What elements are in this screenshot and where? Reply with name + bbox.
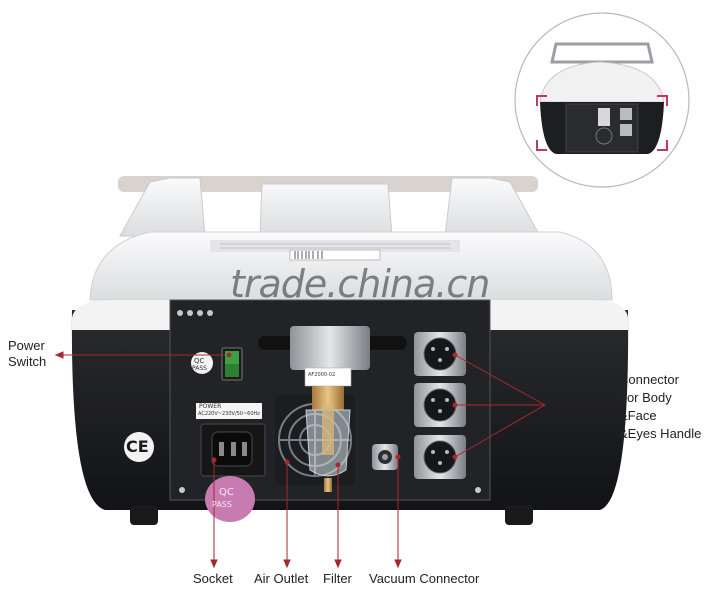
xlr-connector-icon xyxy=(414,332,466,479)
power-switch-icon xyxy=(221,347,243,381)
label-connector-line3: &Face xyxy=(619,408,657,423)
label-socket: Socket xyxy=(193,571,233,586)
qc-badge-line1: QC xyxy=(194,357,205,365)
power-socket xyxy=(200,423,266,477)
label-connector-line2: For Body xyxy=(619,390,672,405)
filter-assembly xyxy=(290,326,370,492)
panel-screws xyxy=(177,310,481,493)
power-label-line2: AC220V~230V/50~60Hz xyxy=(198,411,260,417)
label-filter: Filter xyxy=(323,571,352,586)
label-vacuum-connector: Vacuum Connector xyxy=(369,571,480,586)
label-air-outlet: Air Outlet xyxy=(254,571,309,586)
power-label-line1: POWER xyxy=(199,403,222,410)
ce-mark-icon xyxy=(124,432,154,462)
label-connector-line1: Connector xyxy=(619,372,679,387)
sticker-line2: PASS xyxy=(212,500,232,509)
ce-mark-text: CE xyxy=(126,437,149,456)
qc-badge-line2: PASS xyxy=(192,365,207,372)
callout-lines xyxy=(54,351,546,569)
qc-pass-sticker xyxy=(205,476,255,522)
filter-tag: AF2000-02 xyxy=(308,372,336,378)
label-power-switch-line1: Power xyxy=(8,338,45,353)
watermark: trade.china.cn xyxy=(230,262,490,306)
label-power-switch-line2: Switch xyxy=(8,354,47,369)
device-top-housing xyxy=(89,176,613,301)
vacuum-connector xyxy=(372,444,398,470)
label-connector-line4: &Eyes Handle xyxy=(619,426,702,441)
sticker-line1: QC xyxy=(219,487,234,498)
qc-badge xyxy=(191,352,213,374)
air-tube-right xyxy=(362,336,407,350)
power-label-plate xyxy=(196,403,262,419)
inset-thumbnail xyxy=(514,12,690,188)
